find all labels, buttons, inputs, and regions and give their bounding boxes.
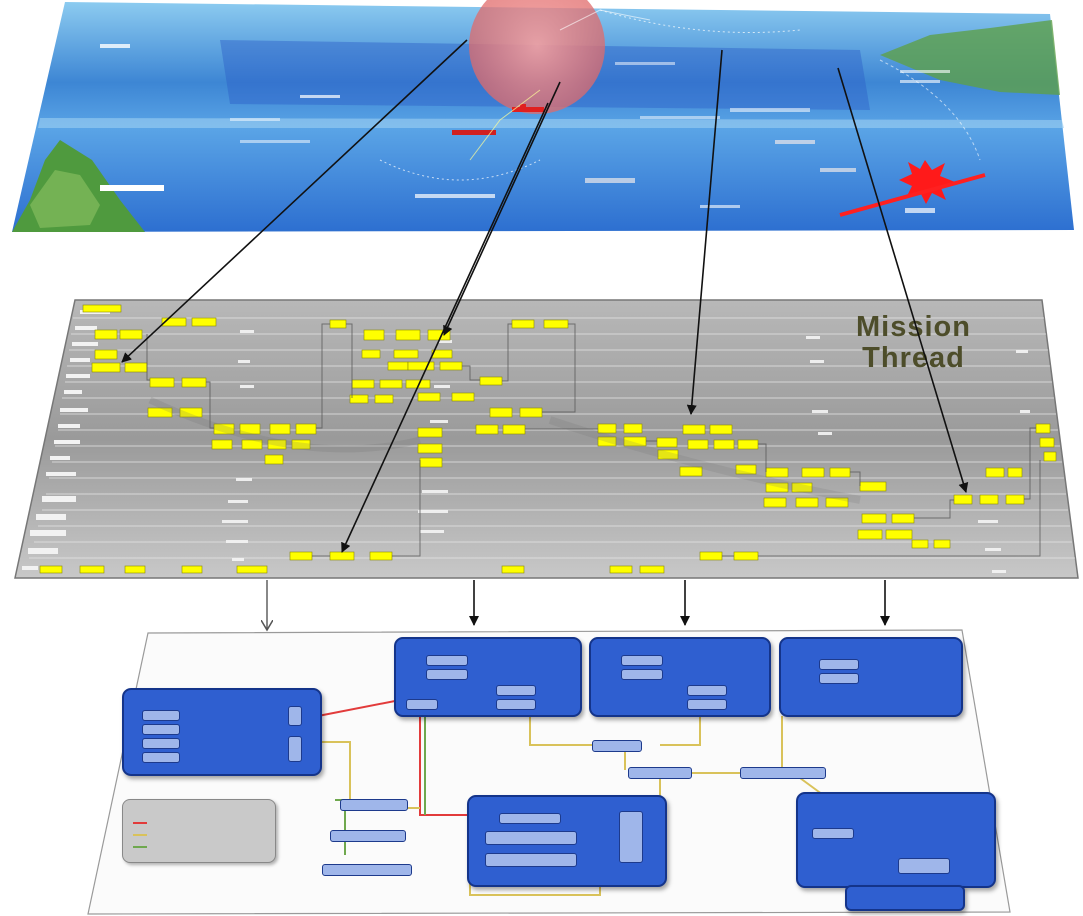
system-block-center (467, 795, 667, 887)
system-block-top-1 (394, 637, 582, 717)
arrow-5 (837, 67, 969, 493)
system-block-left (122, 688, 322, 776)
system-block-top-3 (779, 637, 963, 717)
arrow-2 (443, 81, 561, 336)
submarine-icon (905, 208, 935, 213)
arrow-4 (686, 49, 723, 415)
system-block-top-2 (589, 637, 771, 717)
ship-icon (512, 107, 544, 112)
system-block-bottom-right (845, 885, 965, 911)
land-right (880, 20, 1060, 95)
node-3 (740, 767, 826, 779)
node-4 (340, 799, 408, 811)
node-1 (592, 740, 642, 752)
arrow-3 (341, 102, 549, 553)
node-6 (322, 864, 412, 876)
sea-surface (12, 2, 1074, 232)
node-2 (628, 767, 692, 779)
highlight-circle (469, 0, 605, 114)
node-5 (330, 830, 406, 842)
mission-thread-title: Mission Thread (856, 311, 971, 374)
legend (122, 799, 276, 863)
arrow-1 (121, 39, 468, 363)
system-block-right (796, 792, 996, 888)
